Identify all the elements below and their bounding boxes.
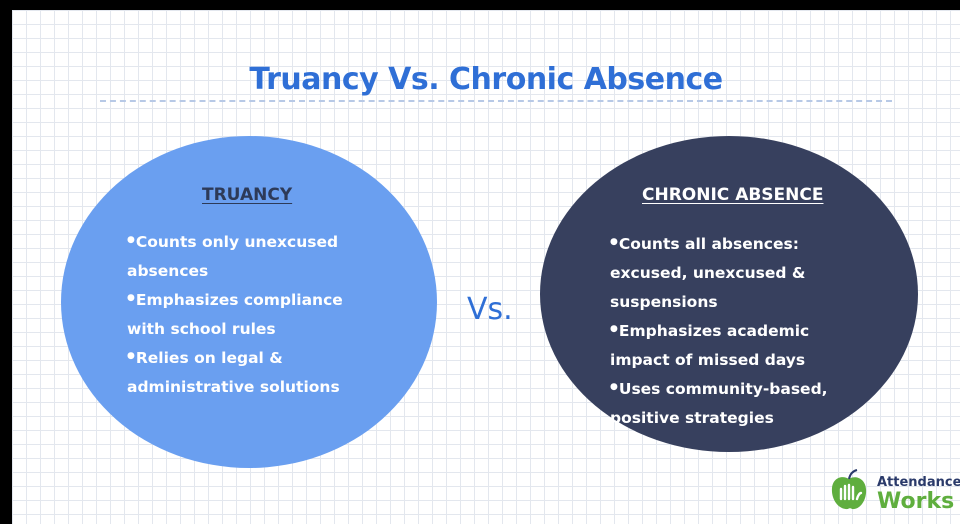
bullet-text: with school rules [127,320,276,338]
bullet-text: suspensions [610,293,718,311]
chronic-absence-circle [540,136,918,452]
chronic-absence-bullet-list: ●Counts all absences: excused, unexcused… [610,230,900,433]
chronic-absence-bullet: ●Counts all absences: excused, unexcused… [610,230,900,317]
chronic-absence-bullet: ●Emphasizes academic impact of missed da… [610,317,900,375]
bullet-dot-icon: ● [610,237,618,247]
bullet-text: impact of missed days [610,351,806,369]
bullet-dot-icon: ● [127,235,135,245]
chronic-absence-heading: CHRONIC ABSENCE [642,185,824,205]
bullet-dot-icon: ● [127,351,135,361]
truancy-bullet-list: ●Counts only unexcused absences ●Emphasi… [127,228,417,402]
vs-label: Vs. [467,292,513,327]
truancy-circle [61,136,437,468]
attendance-works-logo: Attendance Works [827,465,960,521]
bullet-text: Counts all absences: [618,235,799,253]
bullet-text: administrative solutions [127,378,340,396]
truancy-bullet: ●Counts only unexcused absences [127,228,417,286]
bullet-text: Emphasizes compliance [135,291,343,309]
title-divider [100,100,892,102]
bullet-text: positive strategies [610,409,774,427]
bullet-text: Emphasizes academic [618,322,810,340]
truancy-bullet: ●Emphasizes compliance with school rules [127,286,417,344]
bullet-text: absences [127,262,209,280]
logo-text-works: Works [877,489,955,514]
slide: Truancy Vs. Chronic Absence TRUANCY CHRO… [12,10,960,524]
apple-hand-icon [831,469,867,510]
bullet-dot-icon: ● [610,324,618,334]
truancy-bullet: ●Relies on legal & administrative soluti… [127,344,417,402]
truancy-heading: TRUANCY [202,185,293,205]
bullet-text: Relies on legal & [135,349,283,367]
bullet-text: Counts only unexcused [135,233,339,251]
bullet-dot-icon: ● [127,293,135,303]
chronic-absence-bullet: ●Uses community-based, positive strategi… [610,375,900,433]
bullet-dot-icon: ● [610,382,618,392]
logo-text-attendance: Attendance [877,475,960,490]
page-title: Truancy Vs. Chronic Absence [249,62,723,97]
bullet-text: Uses community-based, [618,380,828,398]
bullet-text: excused, unexcused & [610,264,806,282]
